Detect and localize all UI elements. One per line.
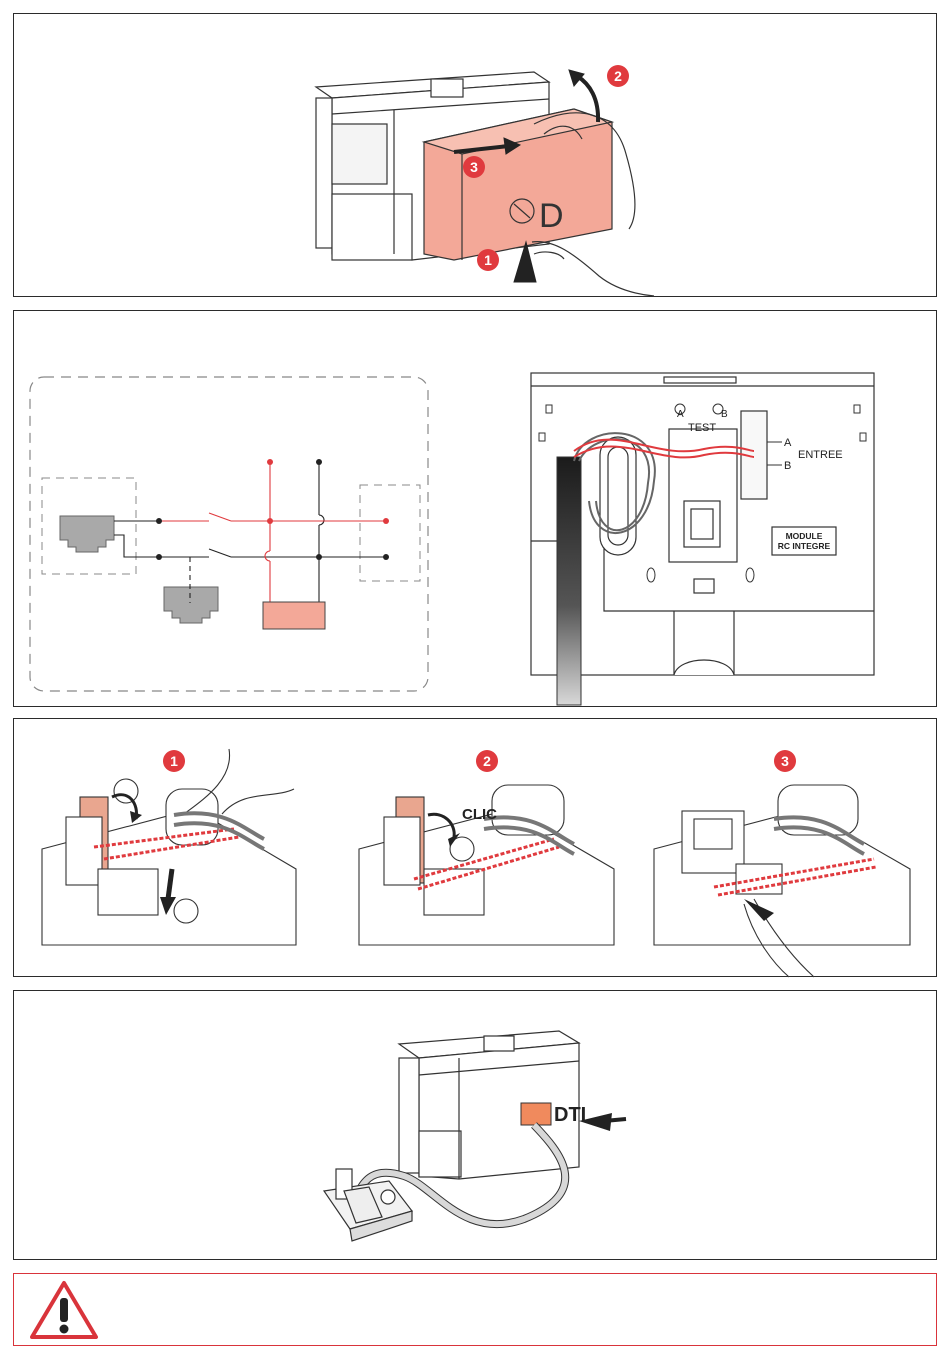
svg-text:3: 3 [781, 753, 789, 769]
phone-connection-illustration: DTI [14, 991, 938, 1261]
svg-text:1: 1 [170, 753, 178, 769]
clic-label: CLIC [462, 806, 497, 823]
terminal-b-small: B [721, 409, 728, 420]
svg-text:2: 2 [614, 68, 622, 84]
step-badge-3: 3 [774, 750, 796, 772]
rj45-socket-icon [164, 587, 218, 623]
step-badge-1: 1 [163, 750, 185, 772]
svg-text:2: 2 [483, 753, 491, 769]
terminal-a-label: A [784, 437, 792, 449]
step-badge-3: 3 [463, 156, 485, 178]
warning-triangle-icon [14, 1274, 938, 1347]
module-label-line1: MODULE [786, 531, 823, 541]
entree-label: ENTREE [798, 449, 843, 461]
panel-warning [13, 1273, 937, 1346]
rj45-socket-icon [60, 516, 114, 552]
step-badge-1: 1 [477, 249, 499, 271]
step-badge-2: 2 [607, 65, 629, 87]
wiring-schematic: TEST A B A B ENTREE MODULE RC INTEGRE [14, 311, 938, 708]
step-badge-2: 2 [476, 750, 498, 772]
terminal-a-small: A [677, 409, 684, 420]
svg-text:3: 3 [470, 159, 478, 175]
test-label: TEST [688, 422, 716, 434]
panel-remove-cover: D 2 3 1 [13, 13, 937, 297]
svg-text:1: 1 [484, 252, 492, 268]
connector-steps-illustration: CLIC 1 2 3 [14, 719, 938, 978]
cover-d-mark: D [539, 197, 564, 235]
panel-wiring: TEST A B A B ENTREE MODULE RC INTEGRE [13, 310, 937, 707]
terminal-b-label: B [784, 460, 791, 472]
module-label-line2: RC INTEGRE [778, 541, 831, 551]
dti-label: DTI [554, 1104, 586, 1126]
panel-phone-connection: DTI [13, 990, 937, 1260]
panel-connector-steps: CLIC 1 2 3 [13, 718, 937, 977]
cover-removal-illustration: D 2 3 1 [14, 14, 938, 298]
